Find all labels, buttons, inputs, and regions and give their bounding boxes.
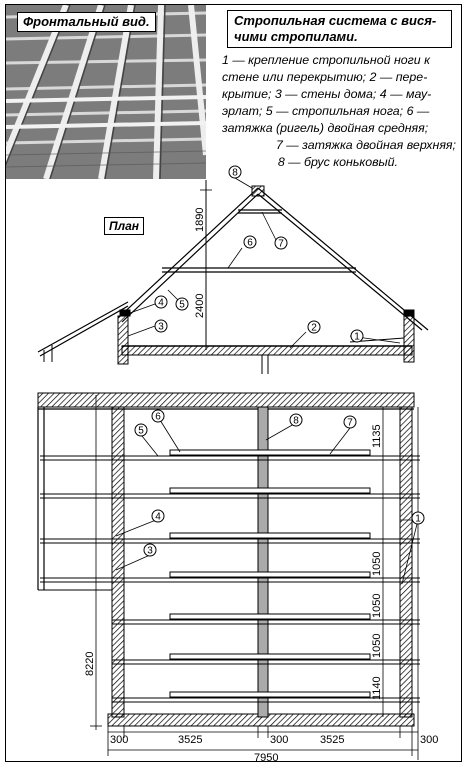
ridge-beam (251, 185, 265, 197)
side-roof (37, 301, 129, 353)
frontal-view-photo: Фронтальный вид. (6, 5, 206, 179)
rafter-row (40, 571, 420, 583)
rafter-row (40, 449, 420, 461)
svg-text:7: 7 (278, 239, 284, 250)
dim-right-4: 1050 (371, 634, 383, 658)
section-callout-8: 8 (228, 165, 242, 179)
dim-bottom-2: 3525 (178, 734, 202, 746)
plan-callout-6: 6 (151, 409, 165, 423)
svg-text:7: 7 (347, 418, 353, 429)
right-wall (403, 313, 415, 363)
section-callout-6: 6 (243, 235, 257, 249)
section-callout-3: 3 (154, 319, 168, 333)
legend-line: стене или перекрытию; 2 — пере- (222, 70, 428, 84)
dim-bottom-1: 300 (110, 734, 128, 746)
plan-top-wall (37, 392, 415, 408)
plan-callout-3: 3 (143, 543, 157, 557)
legend-line: 7 — затяжка двойная верхняя; (275, 138, 456, 152)
svg-text:3: 3 (158, 322, 164, 333)
plan-ridge-beam (257, 406, 269, 718)
svg-text:4: 4 (158, 298, 164, 309)
dim-right-3: 1050 (371, 594, 383, 618)
wall-plate-left (119, 309, 131, 317)
rafter-row (40, 487, 420, 499)
legend-line: крытие; 3 — стены дома; 4 — мау- (222, 87, 432, 101)
plan-callout-7: 7 (343, 415, 357, 429)
rafter-row (112, 653, 420, 665)
legend: 1 — крепление стропильной ноги к стене и… (222, 52, 458, 171)
plan-callout-5: 5 (134, 423, 148, 437)
section-callout-5: 5 (175, 297, 189, 311)
rafter-left (117, 187, 259, 319)
floor-slab (121, 345, 413, 356)
svg-text:8: 8 (293, 416, 299, 427)
dim-bottom-total: 7950 (254, 752, 278, 764)
svg-text:8: 8 (232, 168, 238, 179)
plan-callout-8: 8 (289, 413, 303, 427)
legend-line: 8 — брус коньковый. (277, 155, 398, 169)
figure-frame (5, 4, 462, 762)
section-callout-4: 4 (154, 295, 168, 309)
svg-text:2: 2 (311, 323, 317, 334)
diagram-title: Стропильная система с вися-чими стропила… (227, 10, 452, 48)
svg-text:6: 6 (247, 238, 253, 249)
rafter-right (257, 187, 429, 331)
rafter-photo-image (6, 5, 206, 179)
plan-right-wall (399, 406, 413, 718)
dim-right-2: 1050 (371, 552, 383, 576)
rafter-row (112, 613, 420, 625)
floor-plan (37, 392, 419, 760)
svg-text:5: 5 (179, 300, 185, 311)
dim-bottom-5: 300 (420, 734, 438, 746)
svg-text:4: 4 (155, 512, 161, 523)
plan-label: План (104, 217, 145, 235)
photo-label: Фронтальный вид. (17, 12, 156, 32)
plan-left-wall (111, 406, 125, 718)
cross-section (37, 180, 429, 374)
plan-rafters (40, 449, 420, 703)
dim-right-5: 1140 (371, 676, 383, 700)
left-wall (117, 315, 129, 365)
dim-bottom-3: 300 (270, 734, 288, 746)
rafter-row (40, 532, 420, 544)
rafter-row (112, 691, 420, 703)
dim-lower: 2400 (194, 294, 206, 318)
svg-text:5: 5 (138, 426, 144, 437)
section-callout-7: 7 (274, 236, 288, 250)
dim-upper: 1890 (194, 208, 206, 232)
legend-line: 1 — крепление стропильной ноги к (222, 53, 430, 67)
legend-line: затяжка (ригель) двойная средняя; (222, 121, 429, 135)
plan-callout-1: 1 (411, 511, 425, 525)
svg-text:6: 6 (155, 412, 161, 423)
dim-right-1: 1135 (371, 424, 383, 448)
legend-line: эрлат; 5 — стропильная нога; 6 — (222, 104, 430, 118)
dim-bottom-4: 3525 (320, 734, 344, 746)
svg-text:1: 1 (354, 332, 360, 343)
svg-text:1: 1 (415, 514, 421, 525)
section-callout-1: 1 (350, 329, 364, 343)
svg-text:3: 3 (147, 546, 153, 557)
plan-callout-4: 4 (151, 509, 165, 523)
wall-plate-right (403, 309, 415, 317)
dim-left-height: 8220 (84, 652, 96, 676)
section-callout-2: 2 (307, 320, 321, 334)
